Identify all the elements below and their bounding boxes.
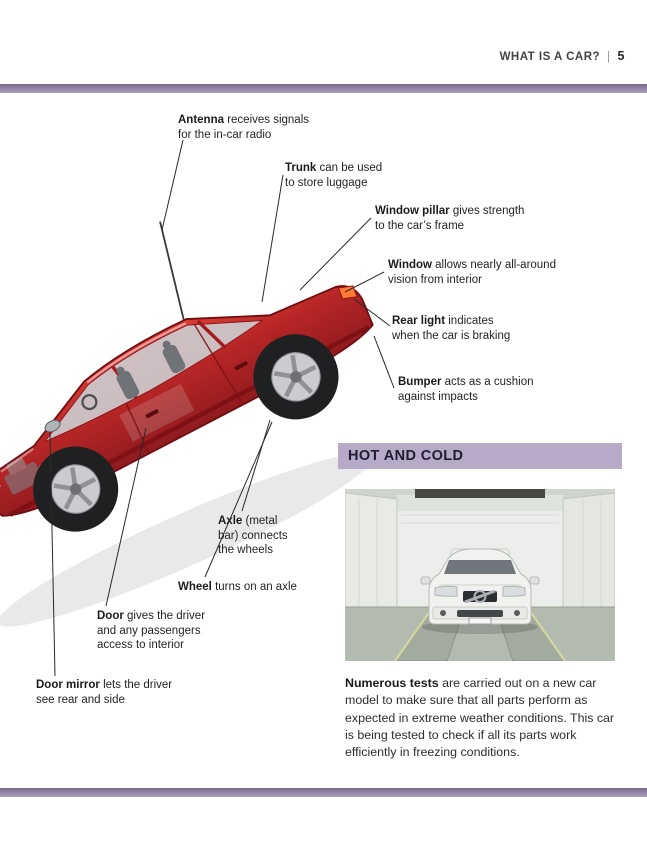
- label-door-mirror-text: lets the driver see rear and side: [36, 679, 173, 706]
- hot-and-cold-caption: Numerous tests are carried out on a new …: [345, 675, 618, 761]
- headlight-part: [0, 478, 2, 500]
- label-wheel: Wheel turns on an axle: [178, 580, 338, 595]
- label-rear-light-text: indicates when the car is braking: [392, 315, 511, 342]
- page-header: WHAT IS A CAR? | 5: [500, 49, 625, 63]
- label-axle-term: Axle: [218, 515, 243, 527]
- test-car: [420, 548, 540, 625]
- caption-text: are carried out on a new car model to ma…: [345, 676, 615, 760]
- caption-lead: Numerous tests: [345, 676, 439, 690]
- rear-wheel-part: [253, 334, 339, 420]
- door-mirror-part: [44, 419, 61, 433]
- label-antenna: Antenna receives signals for the in-car …: [178, 113, 318, 142]
- label-bumper-term: Bumper: [398, 376, 442, 388]
- label-antenna-text: receives signals for the in-car radio: [178, 114, 310, 141]
- label-window-pillar-text: gives strength to the car’s frame: [375, 205, 525, 232]
- label-trunk: Trunk can be used to store luggage: [285, 161, 390, 190]
- label-wheel-text: turns on an axle: [211, 581, 297, 593]
- label-door-term: Door: [97, 610, 124, 622]
- label-window-pillar-term: Window pillar: [375, 205, 450, 217]
- label-trunk-term: Trunk: [285, 162, 317, 174]
- label-axle: Axle (metal bar) connects the wheels: [218, 514, 300, 558]
- label-window-pillar: Window pillar gives strength to the car’…: [375, 204, 527, 233]
- antenna-part: [159, 221, 186, 323]
- hot-and-cold-title: HOT AND COLD: [348, 448, 464, 464]
- header-separator: |: [607, 51, 611, 63]
- car-cutaway-illustration: [0, 221, 374, 627]
- label-door-text: gives the driver and any passengers acce…: [97, 610, 206, 652]
- header-title: WHAT IS A CAR?: [499, 51, 601, 63]
- label-bumper: Bumper acts as a cushion against impacts: [398, 375, 540, 404]
- label-window-text: allows nearly all-around vision from int…: [388, 259, 556, 286]
- label-rear-light-term: Rear light: [392, 315, 446, 327]
- label-door: Door gives the driver and any passengers…: [97, 609, 221, 653]
- label-trunk-text: can be used to store luggage: [285, 162, 383, 189]
- bottom-rule: [0, 788, 647, 797]
- label-antenna-term: Antenna: [178, 114, 224, 126]
- hot-and-cold-header: HOT AND COLD: [338, 443, 622, 469]
- chamber-door-top: [415, 489, 545, 498]
- brand-badge: [473, 590, 487, 603]
- car-windows: [43, 319, 264, 443]
- label-door-mirror: Door mirror lets the driver see rear and…: [36, 678, 174, 707]
- top-rule: [0, 84, 647, 93]
- page-number: 5: [617, 49, 625, 63]
- label-bumper-text: acts as a cushion against impacts: [398, 376, 534, 403]
- hot-and-cold-box: HOT AND COLD: [338, 443, 622, 761]
- car-shadow: [0, 453, 373, 627]
- label-window: Window allows nearly all-around vision f…: [388, 258, 558, 287]
- label-window-term: Window: [388, 259, 432, 271]
- cold-test-photo: [345, 489, 615, 661]
- label-door-mirror-term: Door mirror: [36, 679, 100, 691]
- label-rear-light: Rear light indicates when the car is bra…: [392, 314, 524, 343]
- label-wheel-term: Wheel: [178, 581, 212, 593]
